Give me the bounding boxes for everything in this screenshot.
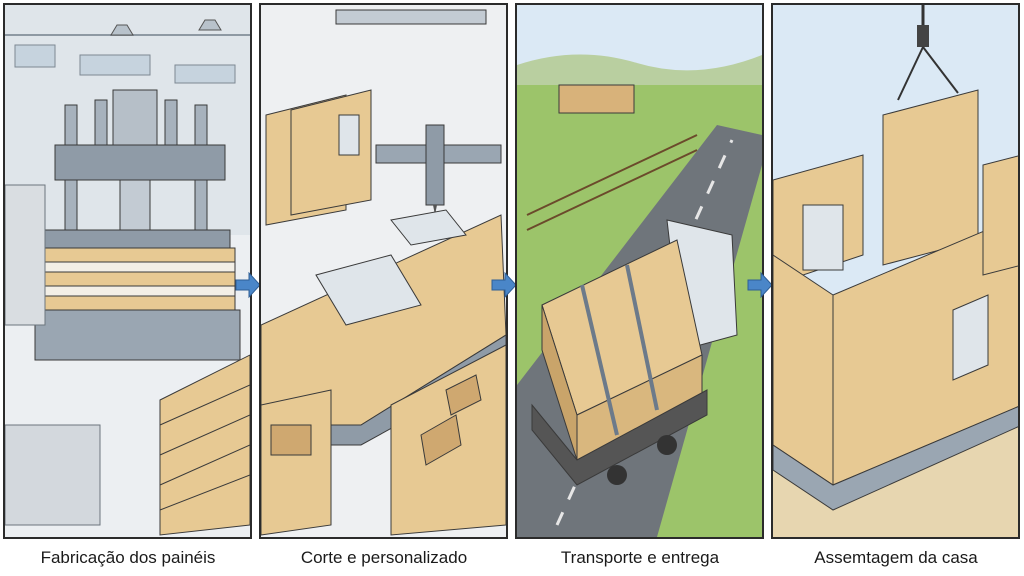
panel-assembly xyxy=(771,3,1020,539)
caption-step-4: Assemtagem da casa xyxy=(814,548,978,567)
panel-cutting xyxy=(259,3,508,539)
factory-illustration xyxy=(5,5,250,537)
transport-illustration xyxy=(517,5,762,537)
caption-step-1: Fabricação dos painéis xyxy=(40,548,216,567)
panel-transport xyxy=(515,3,764,539)
cnc-illustration xyxy=(261,5,506,537)
caption-step-2: Corte e personalizado xyxy=(300,548,468,567)
right-arrow-icon xyxy=(747,271,773,299)
assembly-illustration xyxy=(773,5,1018,537)
right-arrow-icon xyxy=(491,271,517,299)
panel-fabrication xyxy=(3,3,252,539)
caption-step-3: Transporte e entrega xyxy=(560,548,720,567)
right-arrow-icon xyxy=(235,271,261,299)
